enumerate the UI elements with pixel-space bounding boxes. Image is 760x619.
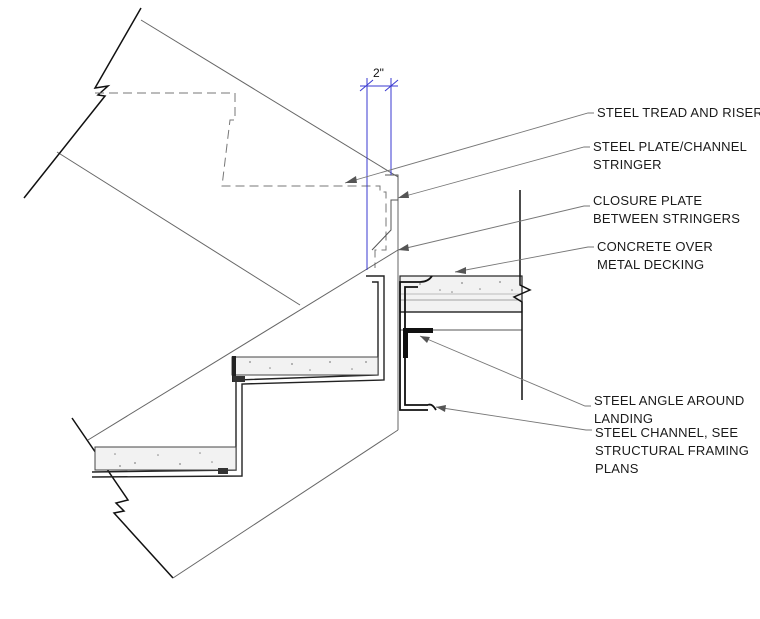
callout-line: STEEL TREAD AND RISER	[597, 105, 760, 120]
closure-plate	[371, 174, 399, 251]
leader-arrowheads	[345, 176, 466, 412]
callout-steel-plate-channel-stringer: STEEL PLATE/CHANNEL STRINGER	[593, 138, 747, 174]
callout-line: CONCRETE OVER	[597, 239, 714, 254]
callout-line: STEEL CHANNEL, SEE	[595, 425, 739, 440]
callout-line: PLANS	[595, 461, 639, 476]
stringer-upper-outline	[56, 19, 399, 306]
stringer-lower-outline	[87, 177, 399, 579]
leader-lines	[344, 112, 594, 431]
tread-concrete-speckle	[114, 361, 367, 467]
landing-concrete-speckle	[419, 281, 513, 293]
steel-angle	[403, 328, 433, 358]
callout-concrete-over-metal-decking: CONCRETE OVER METAL DECKING	[597, 238, 713, 274]
callout-steel-angle: STEEL ANGLE AROUND LANDING	[594, 392, 745, 428]
callout-line: STEEL PLATE/CHANNEL	[593, 139, 748, 154]
break-line-upper	[23, 7, 142, 199]
hidden-upper-tread	[95, 92, 387, 268]
callout-line: CLOSURE PLATE	[593, 193, 703, 208]
callout-line: BETWEEN STRINGERS	[593, 211, 741, 226]
callout-closure-plate: CLOSURE PLATE BETWEEN STRINGERS	[593, 192, 740, 228]
callout-line: STRUCTURAL FRAMING	[595, 443, 750, 458]
callout-steel-tread-riser: STEEL TREAD AND RISER	[597, 104, 760, 122]
callout-line: STEEL ANGLE AROUND	[594, 393, 745, 408]
callout-steel-channel: STEEL CHANNEL, SEE STRUCTURAL FRAMING PL…	[595, 424, 749, 478]
dimension-2-inch	[359, 78, 399, 270]
callout-line: STRINGER	[593, 157, 662, 172]
landing-edge-break	[512, 190, 532, 400]
break-line-lower	[71, 417, 174, 579]
landing-slab	[399, 275, 523, 331]
callout-line: LANDING	[594, 411, 654, 426]
dimension-label: 2"	[373, 66, 384, 80]
callout-line: METAL DECKING	[597, 257, 705, 272]
